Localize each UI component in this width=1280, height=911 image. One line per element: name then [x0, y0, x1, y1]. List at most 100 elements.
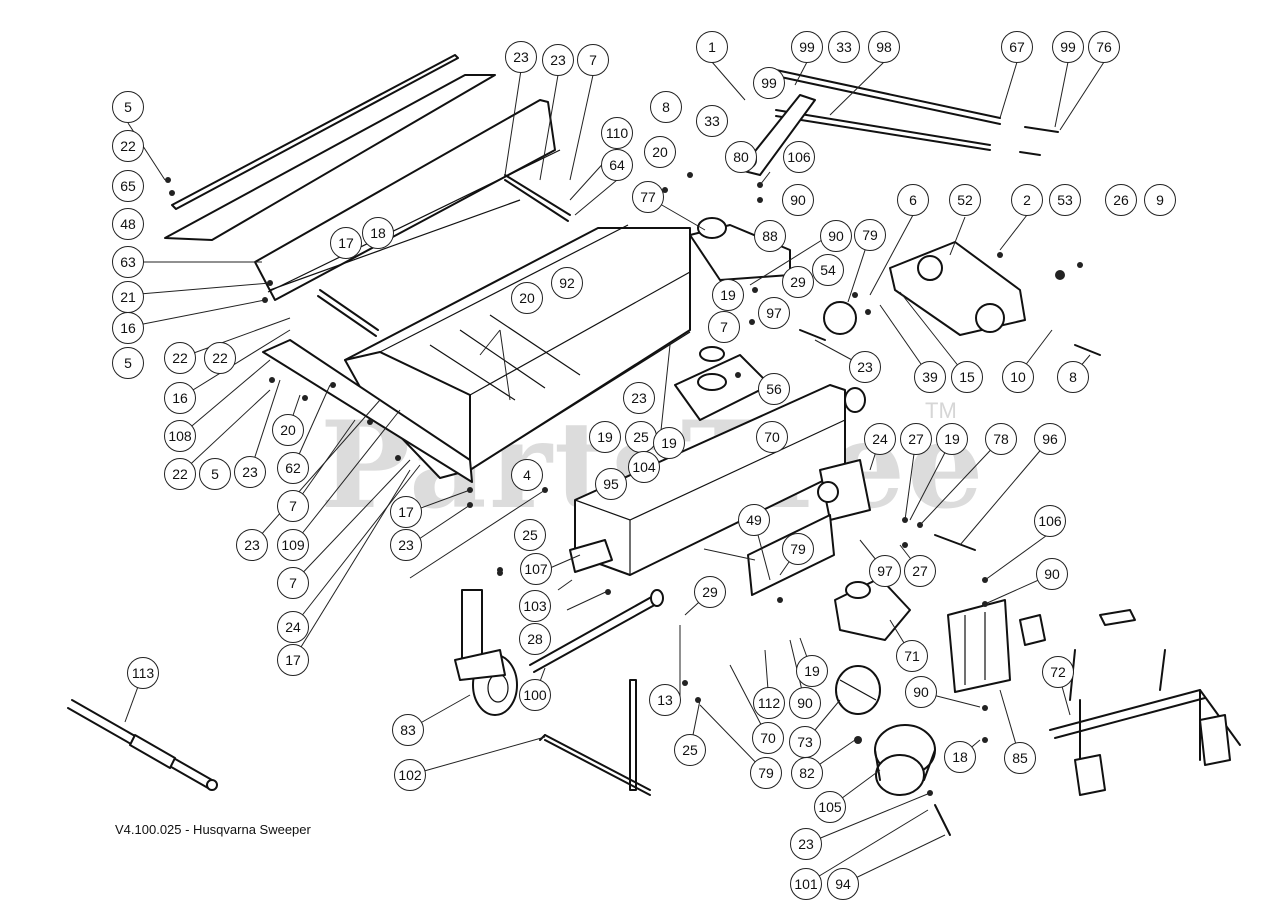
- callout-112[interactable]: 112: [753, 687, 785, 719]
- callout-97[interactable]: 97: [758, 297, 790, 329]
- callout-70[interactable]: 70: [756, 421, 788, 453]
- callout-10[interactable]: 10: [1002, 361, 1034, 393]
- callout-7[interactable]: 7: [577, 44, 609, 76]
- callout-79[interactable]: 79: [750, 757, 782, 789]
- callout-4[interactable]: 4: [511, 459, 543, 491]
- callout-77[interactable]: 77: [632, 181, 664, 213]
- callout-78[interactable]: 78: [985, 423, 1017, 455]
- callout-19[interactable]: 19: [936, 423, 968, 455]
- callout-17[interactable]: 17: [330, 227, 362, 259]
- callout-7[interactable]: 7: [277, 567, 309, 599]
- callout-27[interactable]: 27: [904, 555, 936, 587]
- callout-49[interactable]: 49: [738, 504, 770, 536]
- callout-73[interactable]: 73: [789, 726, 821, 758]
- callout-48[interactable]: 48: [112, 208, 144, 240]
- callout-90[interactable]: 90: [820, 220, 852, 252]
- callout-19[interactable]: 19: [653, 427, 685, 459]
- callout-64[interactable]: 64: [601, 149, 633, 181]
- callout-113[interactable]: 113: [127, 657, 159, 689]
- callout-22[interactable]: 22: [164, 458, 196, 490]
- callout-107[interactable]: 107: [520, 553, 552, 585]
- callout-23[interactable]: 23: [790, 828, 822, 860]
- callout-53[interactable]: 53: [1049, 184, 1081, 216]
- callout-92[interactable]: 92: [551, 267, 583, 299]
- callout-106[interactable]: 106: [783, 141, 815, 173]
- callout-22[interactable]: 22: [112, 130, 144, 162]
- callout-79[interactable]: 79: [782, 533, 814, 565]
- callout-19[interactable]: 19: [589, 421, 621, 453]
- callout-23[interactable]: 23: [505, 41, 537, 73]
- callout-23[interactable]: 23: [234, 456, 266, 488]
- callout-54[interactable]: 54: [812, 254, 844, 286]
- callout-99[interactable]: 99: [753, 67, 785, 99]
- callout-39[interactable]: 39: [914, 361, 946, 393]
- callout-25[interactable]: 25: [625, 421, 657, 453]
- callout-27[interactable]: 27: [900, 423, 932, 455]
- callout-33[interactable]: 33: [696, 105, 728, 137]
- callout-100[interactable]: 100: [519, 679, 551, 711]
- callout-106[interactable]: 106: [1034, 505, 1066, 537]
- callout-109[interactable]: 109: [277, 529, 309, 561]
- callout-82[interactable]: 82: [791, 757, 823, 789]
- callout-99[interactable]: 99: [1052, 31, 1084, 63]
- callout-26[interactable]: 26: [1105, 184, 1137, 216]
- callout-80[interactable]: 80: [725, 141, 757, 173]
- callout-19[interactable]: 19: [712, 279, 744, 311]
- callout-15[interactable]: 15: [951, 361, 983, 393]
- callout-5[interactable]: 5: [112, 91, 144, 123]
- callout-99[interactable]: 99: [791, 31, 823, 63]
- callout-90[interactable]: 90: [905, 676, 937, 708]
- callout-13[interactable]: 13: [649, 684, 681, 716]
- callout-2[interactable]: 2: [1011, 184, 1043, 216]
- callout-16[interactable]: 16: [112, 312, 144, 344]
- callout-23[interactable]: 23: [542, 44, 574, 76]
- callout-17[interactable]: 17: [390, 496, 422, 528]
- callout-18[interactable]: 18: [362, 217, 394, 249]
- callout-88[interactable]: 88: [754, 220, 786, 252]
- callout-24[interactable]: 24: [864, 423, 896, 455]
- callout-85[interactable]: 85: [1004, 742, 1036, 774]
- callout-20[interactable]: 20: [272, 414, 304, 446]
- callout-8[interactable]: 8: [650, 91, 682, 123]
- callout-7[interactable]: 7: [277, 490, 309, 522]
- callout-101[interactable]: 101: [790, 868, 822, 900]
- callout-9[interactable]: 9: [1144, 184, 1176, 216]
- callout-8[interactable]: 8: [1057, 361, 1089, 393]
- callout-108[interactable]: 108: [164, 420, 196, 452]
- callout-22[interactable]: 22: [164, 342, 196, 374]
- callout-52[interactable]: 52: [949, 184, 981, 216]
- callout-22[interactable]: 22: [204, 342, 236, 374]
- callout-29[interactable]: 29: [782, 266, 814, 298]
- callout-25[interactable]: 25: [674, 734, 706, 766]
- callout-65[interactable]: 65: [112, 170, 144, 202]
- callout-23[interactable]: 23: [236, 529, 268, 561]
- callout-97[interactable]: 97: [869, 555, 901, 587]
- callout-71[interactable]: 71: [896, 640, 928, 672]
- callout-23[interactable]: 23: [623, 382, 655, 414]
- callout-1[interactable]: 1: [696, 31, 728, 63]
- callout-23[interactable]: 23: [849, 351, 881, 383]
- callout-24[interactable]: 24: [277, 611, 309, 643]
- callout-76[interactable]: 76: [1088, 31, 1120, 63]
- callout-79[interactable]: 79: [854, 219, 886, 251]
- callout-104[interactable]: 104: [628, 451, 660, 483]
- callout-70[interactable]: 70: [752, 722, 784, 754]
- callout-96[interactable]: 96: [1034, 423, 1066, 455]
- callout-102[interactable]: 102: [394, 759, 426, 791]
- callout-18[interactable]: 18: [944, 741, 976, 773]
- callout-6[interactable]: 6: [897, 184, 929, 216]
- callout-17[interactable]: 17: [277, 644, 309, 676]
- callout-21[interactable]: 21: [112, 281, 144, 313]
- callout-67[interactable]: 67: [1001, 31, 1033, 63]
- callout-20[interactable]: 20: [644, 136, 676, 168]
- callout-110[interactable]: 110: [601, 117, 633, 149]
- callout-63[interactable]: 63: [112, 246, 144, 278]
- callout-29[interactable]: 29: [694, 576, 726, 608]
- callout-25[interactable]: 25: [514, 519, 546, 551]
- callout-5[interactable]: 5: [112, 347, 144, 379]
- callout-90[interactable]: 90: [789, 687, 821, 719]
- callout-103[interactable]: 103: [519, 590, 551, 622]
- callout-23[interactable]: 23: [390, 529, 422, 561]
- callout-33[interactable]: 33: [828, 31, 860, 63]
- callout-7[interactable]: 7: [708, 311, 740, 343]
